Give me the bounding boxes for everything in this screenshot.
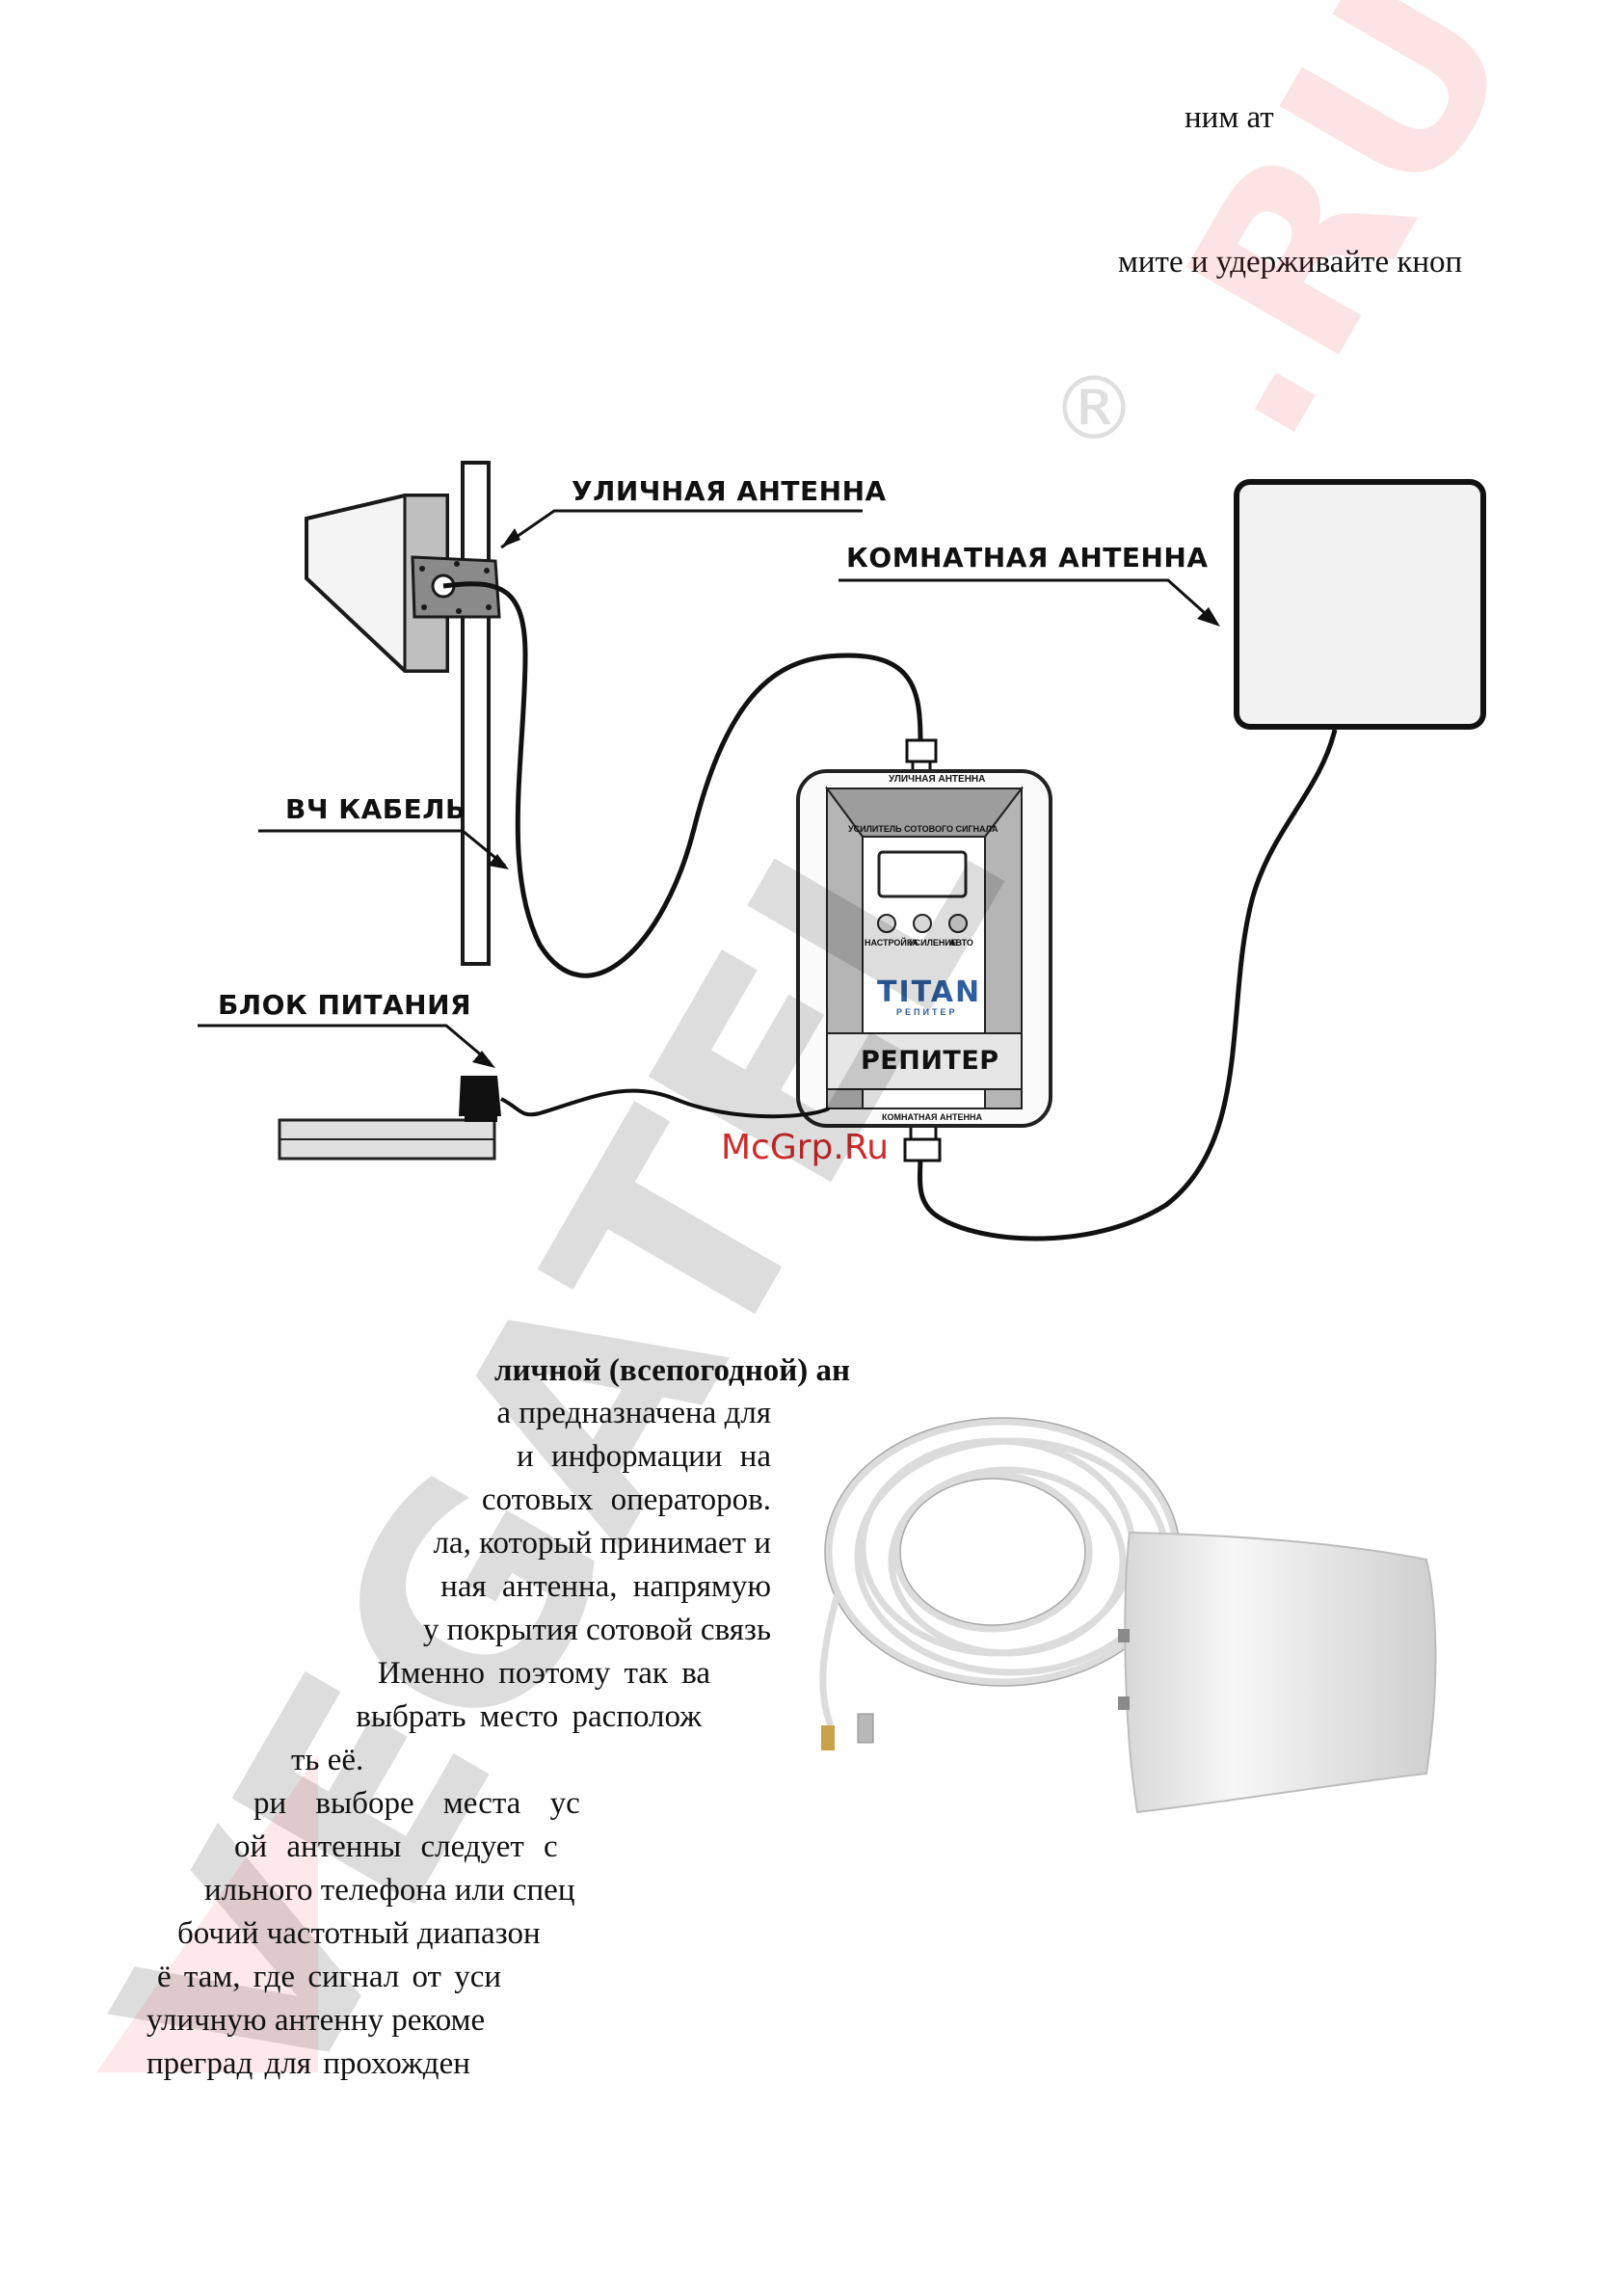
titan-logo-sub: РЕПИТЕР: [896, 1007, 958, 1017]
repeater-btn-gain-label: УСИЛЕНИЕ: [909, 938, 957, 948]
indoor-antenna-icon: [1234, 479, 1486, 730]
paragraph-line: ё там, где сигнал от уси: [157, 1960, 502, 1994]
paragraph-line: и информации на: [517, 1439, 771, 1474]
paragraph-line: Именно поэтому так ва: [377, 1656, 710, 1691]
paragraph-line: преград для прохожден: [146, 2046, 470, 2081]
paragraph-line: выбрать место располож: [356, 1699, 702, 1734]
repeater-btn-auto-label: АВТО: [949, 938, 973, 948]
paragraph-line: ри выборе места ус: [253, 1786, 580, 1821]
mcgrp-stamp: McGrp.Ru: [721, 1128, 890, 1167]
paragraph-line: ть её.: [291, 1743, 364, 1777]
repeater-header-label: УСИЛИТЕЛЬ СОТОВОГО СИГНАЛА: [848, 824, 998, 834]
repeater-name-label: РЕПИТЕР: [861, 1046, 999, 1076]
paragraph-line: ильного телефона или спец: [204, 1873, 575, 1908]
rf-cable-label: ВЧ КАБЕЛЬ: [285, 793, 466, 825]
rf-cable-indoor: [917, 729, 1338, 1241]
repeater-top-port-label: УЛИЧНАЯ АНТЕННА: [889, 774, 986, 785]
mast-pole: [461, 461, 491, 966]
paragraph-line: уличную антенну рекоме: [146, 2003, 486, 2038]
repeater-bottom-port-label: КОМНАТНАЯ АНТЕННА: [882, 1112, 983, 1122]
paragraph-line: а предназначена для: [496, 1396, 771, 1430]
cable-coil-icon: [825, 1418, 1180, 1686]
power-supply-label: БЛОК ПИТАНИЯ: [218, 989, 472, 1021]
section-title: личной (всепогодной) ан: [494, 1353, 851, 1388]
power-supply-icon: [278, 1076, 830, 1161]
outdoor-antenna-label: УЛИЧНАЯ АНТЕННА: [572, 475, 887, 507]
paragraph-line: бочий частотный диапазон: [177, 1916, 541, 1951]
outdoor-antenna-photo-icon: [1118, 1531, 1437, 1814]
top-text-line-1: ним ат: [1185, 100, 1274, 135]
paragraph-line: ой антенны следует с: [234, 1829, 558, 1864]
outdoor-antenna-icon: [305, 494, 501, 673]
paragraph-line: у покрытия сотовой связь: [422, 1613, 771, 1647]
top-text-line-2: мите и удерживайте кноп: [1118, 245, 1463, 280]
titan-logo: TITAN: [877, 975, 982, 1009]
rf-cable-outdoor: [442, 581, 923, 978]
paragraph-line: сотовых операторов.: [481, 1482, 771, 1517]
repeater-btn-setup-label: НАСТРОЙКА: [865, 938, 918, 948]
repeater-icon: [796, 769, 1052, 1128]
connection-diagram: [198, 461, 1486, 1241]
antenna-product-photo: [819, 1417, 1437, 1814]
paragraph-line: ная антенна, напрямую: [440, 1569, 771, 1604]
paragraph-line: ла, который принимает и: [433, 1526, 771, 1561]
indoor-antenna-label: КОМНАТНАЯ АНТЕННА: [846, 542, 1209, 574]
